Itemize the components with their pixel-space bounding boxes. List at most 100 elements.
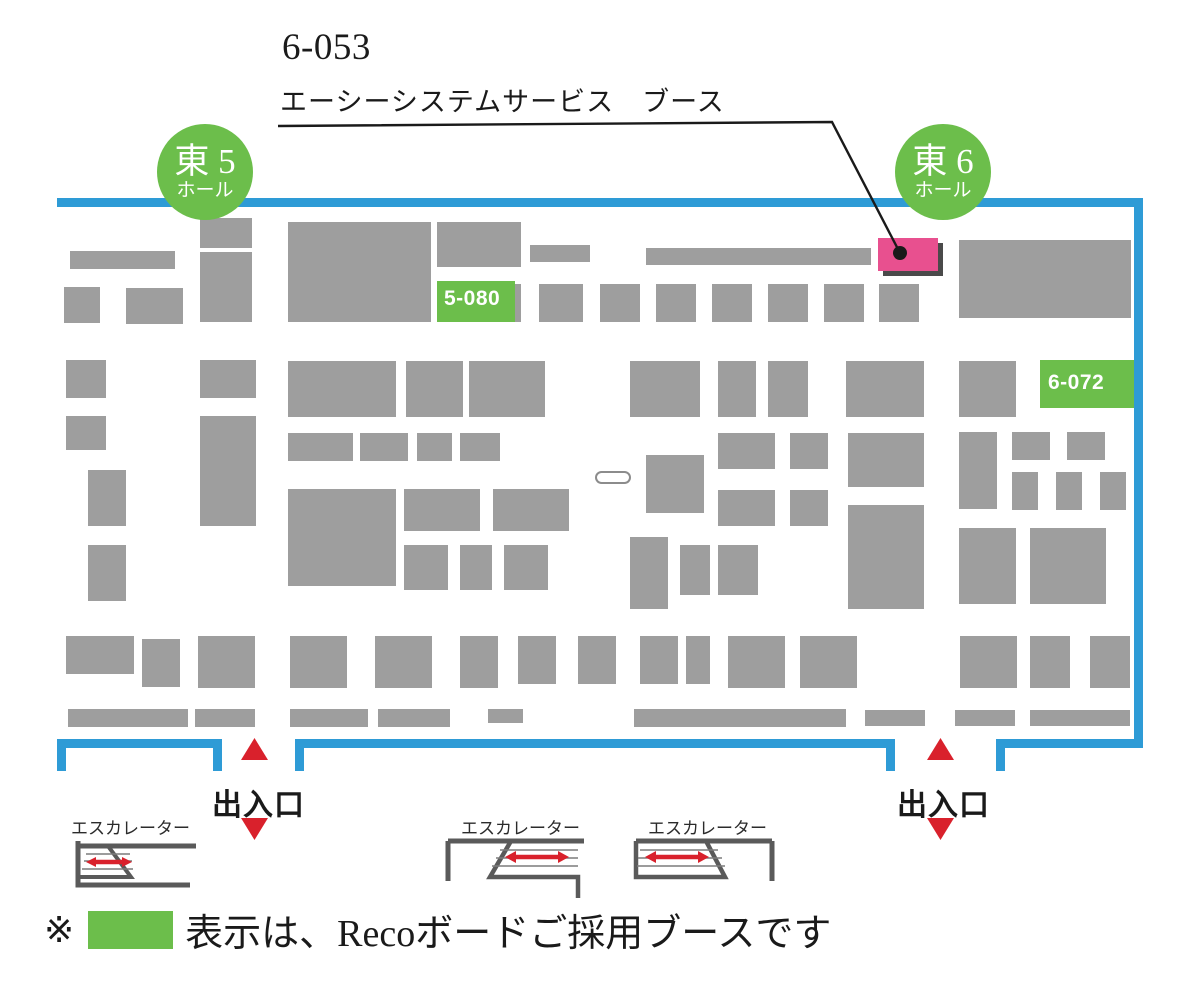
booth-label-6-072: 6-072 [1048,371,1105,394]
booth-block [375,636,432,688]
escalator-direction-arrow [86,857,132,867]
escalator-label-3: エスカレーター [648,819,767,838]
booth-block [437,222,521,267]
entrance-right-arrows [927,738,954,840]
reco-board-booth-group [437,281,1134,408]
booth-block [66,360,106,398]
booth-block [1030,528,1106,604]
booth-block [790,433,828,469]
left-wall-stub [57,739,66,771]
booth-block [959,240,1131,318]
booth-block [800,636,857,688]
booth-block [718,433,775,469]
booth-block [712,284,752,322]
right-wall [1134,198,1143,743]
booth-block [630,361,700,417]
booth-block [768,284,808,322]
arrow-up-icon [927,738,954,760]
booth-block [460,545,492,590]
footer-legend-note: ※ 表示は、Recoボードご採用ブースです [44,902,831,957]
arrow-down-icon [927,818,954,840]
booth-block [488,709,523,723]
booth-block [848,433,924,487]
booth-block [126,288,183,324]
escalator-icon-3 [633,838,775,881]
booth-block [288,489,396,586]
booth-block [656,284,696,322]
booth-block [959,528,1016,604]
escalator-icon-1 [75,841,196,888]
booth-block [680,545,710,595]
booth-block [600,284,640,322]
escalator-label-1: エスカレーター [71,819,190,838]
hall-badge-east5-main: 東 5 [174,142,236,181]
bottom-wall-3-a [996,739,1005,771]
booth-block [1090,636,1130,688]
entrance-left-arrows [241,738,268,840]
booth-block [460,433,500,461]
booth-block [630,537,668,609]
booth-block [646,455,704,513]
booth-block [539,284,583,322]
booth-block [200,360,256,398]
booth-block [846,361,924,417]
callout-booth-code: 6-053 [282,27,371,68]
bottom-wall-1-end [213,739,222,771]
booth-block [68,709,188,727]
booth-block [88,470,126,526]
legend-green-swatch [88,910,174,949]
hall-badge-east6-main: 東 6 [912,142,974,181]
booth-block [1056,472,1082,510]
booth-block [200,252,252,322]
booth-block [768,361,808,417]
booth-block [288,433,353,461]
hall-badge-east5-sub: ホール [176,180,234,201]
leader-polyline [277,120,902,254]
booth-block [404,489,480,531]
booth-block [200,416,256,526]
booth-block [790,490,828,526]
booth-block [460,636,498,688]
booth-block [378,709,450,727]
booth-block [640,636,678,684]
note-text: 表示は、Recoボードご採用ブースです [185,913,832,955]
booth-block [290,636,347,688]
hall-badge-east5: 東 5 ホール [157,124,253,220]
oval-marker-group [595,471,631,484]
escalator-direction-arrow [505,851,569,863]
booth-6-072 [1040,360,1134,408]
booth-block [530,245,590,262]
booth-6-053 [878,238,938,271]
booth-block [718,490,775,526]
booth-5-080 [437,281,515,322]
booth-group [64,218,1131,727]
booth-block [1100,472,1126,510]
booth-block [518,636,556,684]
booth-block [406,361,463,417]
booth-block [195,709,255,727]
leader-endpoint-dot [893,246,907,260]
booth-block [66,416,106,450]
booth-block [417,433,452,461]
booth-block [64,287,100,323]
note-mark: ※ [44,909,75,950]
top-wall-left [57,198,887,207]
booth-block [824,284,864,322]
escalator-label-2: エスカレーター [461,819,580,838]
booth-block [959,361,1016,417]
booth-block [1030,710,1130,726]
booth-label-5-080: 5-080 [444,287,501,310]
hall-badge-east6-sub: ホール [914,180,972,201]
booth-block [493,489,569,531]
booth-block [955,710,1015,726]
booth-block [718,361,756,417]
bottom-wall-2 [295,739,895,748]
booth-block [960,636,1017,688]
escalator-direction-arrow [645,851,709,863]
entrance-left-label: 出入口 [212,789,305,822]
booth-block [1012,472,1038,510]
